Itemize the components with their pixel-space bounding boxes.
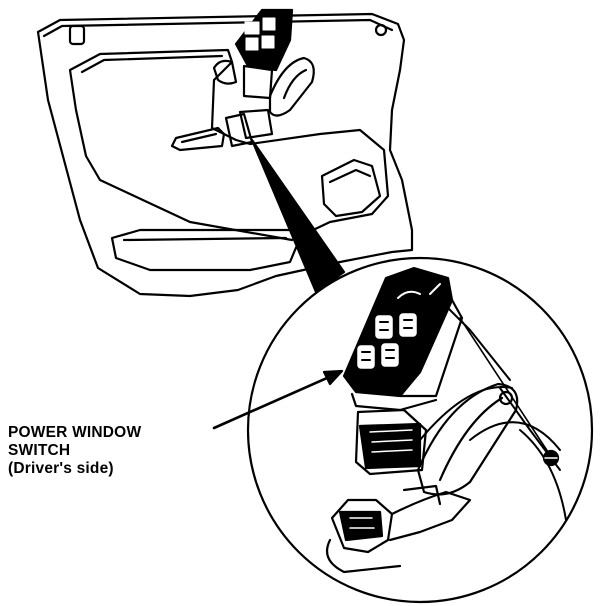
- trim-clip-right: [374, 23, 388, 37]
- power-window-switch-large: [326, 266, 560, 574]
- callout-line-3: (Driver's side): [8, 460, 114, 477]
- door-trim-panel: [36, 12, 414, 298]
- wiring-connector: [326, 484, 472, 574]
- armrest-pocket: [68, 48, 390, 242]
- speaker-recess: [320, 158, 382, 218]
- trim-clip-left: [68, 24, 86, 46]
- callout-line-2: SWITCH: [8, 442, 71, 459]
- callout-arrow: [212, 369, 344, 430]
- power-window-switch-small: [224, 8, 315, 148]
- callout-label: POWER WINDOW SWITCH (Driver's side): [8, 424, 238, 478]
- door-pull-handle: [170, 126, 226, 152]
- callout-line-1: POWER WINDOW: [8, 424, 142, 441]
- map-pocket: [110, 228, 302, 272]
- magnifier-leader: [250, 138, 346, 294]
